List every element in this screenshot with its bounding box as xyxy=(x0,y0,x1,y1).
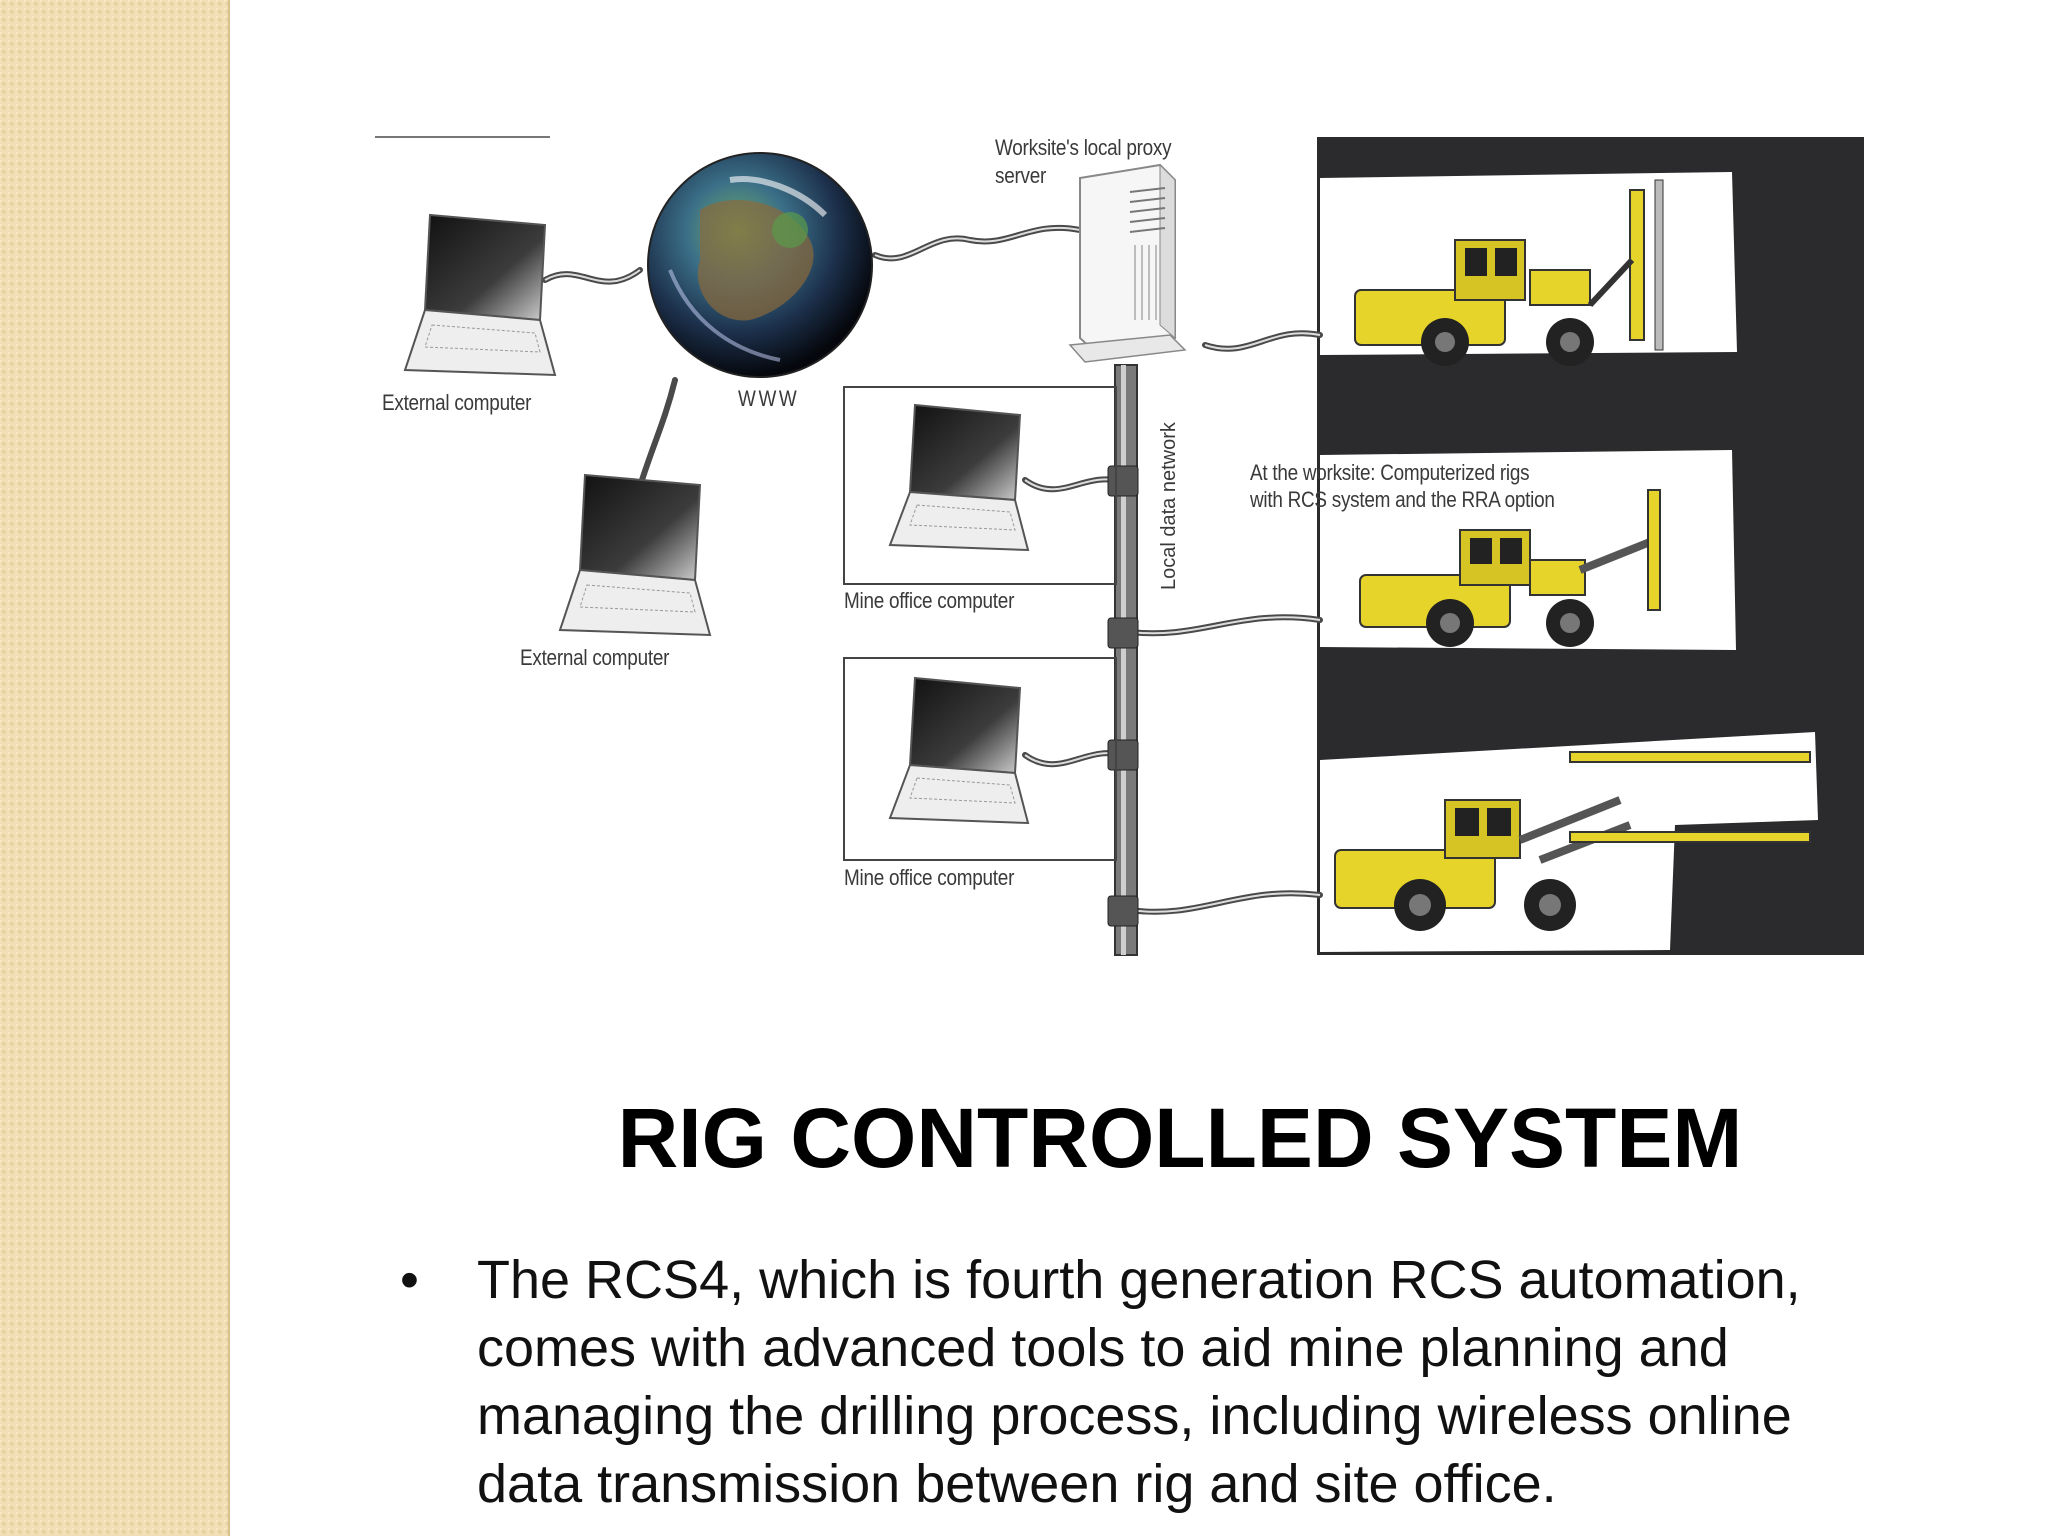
laptop-icon xyxy=(888,676,1030,825)
worksite-label-line1: At the worksite: Computerized rigs xyxy=(1250,460,1530,485)
mine-office-computer-label-1: Mine office computer xyxy=(844,588,1015,613)
slide-title: RIG CONTROLLED SYSTEM xyxy=(617,1091,1743,1185)
worksite-label-line2: with RCS system and the RRA option xyxy=(1250,487,1555,512)
bullet-text: The RCS4, which is fourth generation RCS… xyxy=(477,1250,1801,1514)
mine-office-box-2 xyxy=(843,657,1117,861)
external-computer-label-1: External computer xyxy=(382,390,532,415)
diagram-graphics xyxy=(375,136,1864,956)
bullet-marker: • xyxy=(400,1250,419,1310)
drill-rig-icon xyxy=(1359,489,1661,647)
mine-office-box-1 xyxy=(843,386,1117,585)
proxy-server-label-line2: server xyxy=(995,163,1047,188)
www-label: WWW xyxy=(738,386,800,411)
external-computer-label-2: External computer xyxy=(520,645,670,670)
local-data-network-label: Local data network xyxy=(1158,422,1180,590)
drill-rig-icon xyxy=(1354,179,1664,366)
proxy-server-label-line1: Worksite's local proxy xyxy=(995,135,1172,160)
server-icon xyxy=(1068,163,1187,363)
globe-icon xyxy=(647,152,873,378)
decorative-sidebar xyxy=(0,0,230,1536)
mine-office-computer-label-2: Mine office computer xyxy=(844,865,1015,890)
laptop-icon xyxy=(558,473,712,637)
laptop-icon xyxy=(403,213,557,377)
laptop-icon xyxy=(888,403,1030,552)
network-diagram: External computer WWW External computer … xyxy=(370,120,1890,960)
drill-rig-icon xyxy=(1334,751,1811,931)
